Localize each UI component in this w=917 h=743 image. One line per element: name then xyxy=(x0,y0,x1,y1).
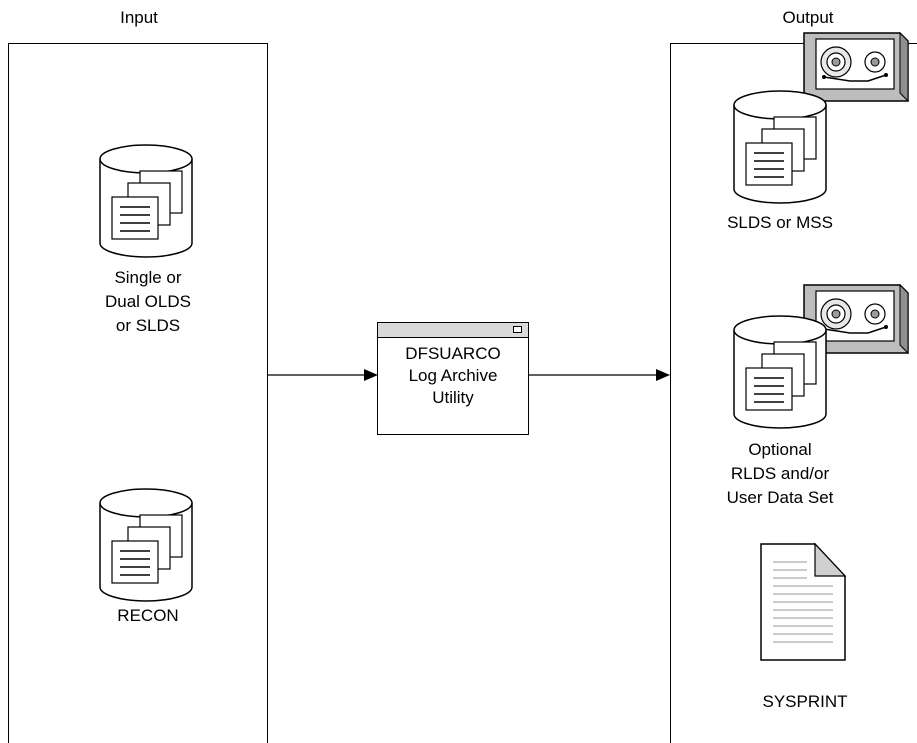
utility-label: DFSUARCO Log Archive Utility xyxy=(405,344,501,407)
rlds-disk-icon xyxy=(733,315,827,429)
rlds-label: Optional RLDS and/or User Data Set xyxy=(726,440,834,507)
slds-disk-icon xyxy=(733,90,827,204)
input-heading: Input xyxy=(120,8,158,27)
recon-disk-icon xyxy=(99,488,193,602)
window-title-bar xyxy=(378,323,528,338)
slds-label: SLDS or MSS xyxy=(727,213,833,232)
tape-drive-icon xyxy=(803,31,909,103)
output-heading: Output xyxy=(782,8,834,27)
olds-label: Single or Dual OLDS or SLDS xyxy=(105,268,191,335)
arrow-input-to-utility xyxy=(268,369,378,381)
sysprint-label: SYSPRINT xyxy=(762,692,848,711)
olds-disk-icon xyxy=(99,144,193,258)
tape-drive-icon xyxy=(803,283,909,355)
document-icon xyxy=(760,542,847,661)
recon-label: RECON xyxy=(117,606,179,625)
arrow-utility-to-output xyxy=(528,369,670,381)
input-panel xyxy=(8,43,268,743)
utility-window: DFSUARCO Log Archive Utility xyxy=(377,322,529,435)
window-maximize-icon xyxy=(513,326,522,333)
output-panel xyxy=(670,43,917,743)
